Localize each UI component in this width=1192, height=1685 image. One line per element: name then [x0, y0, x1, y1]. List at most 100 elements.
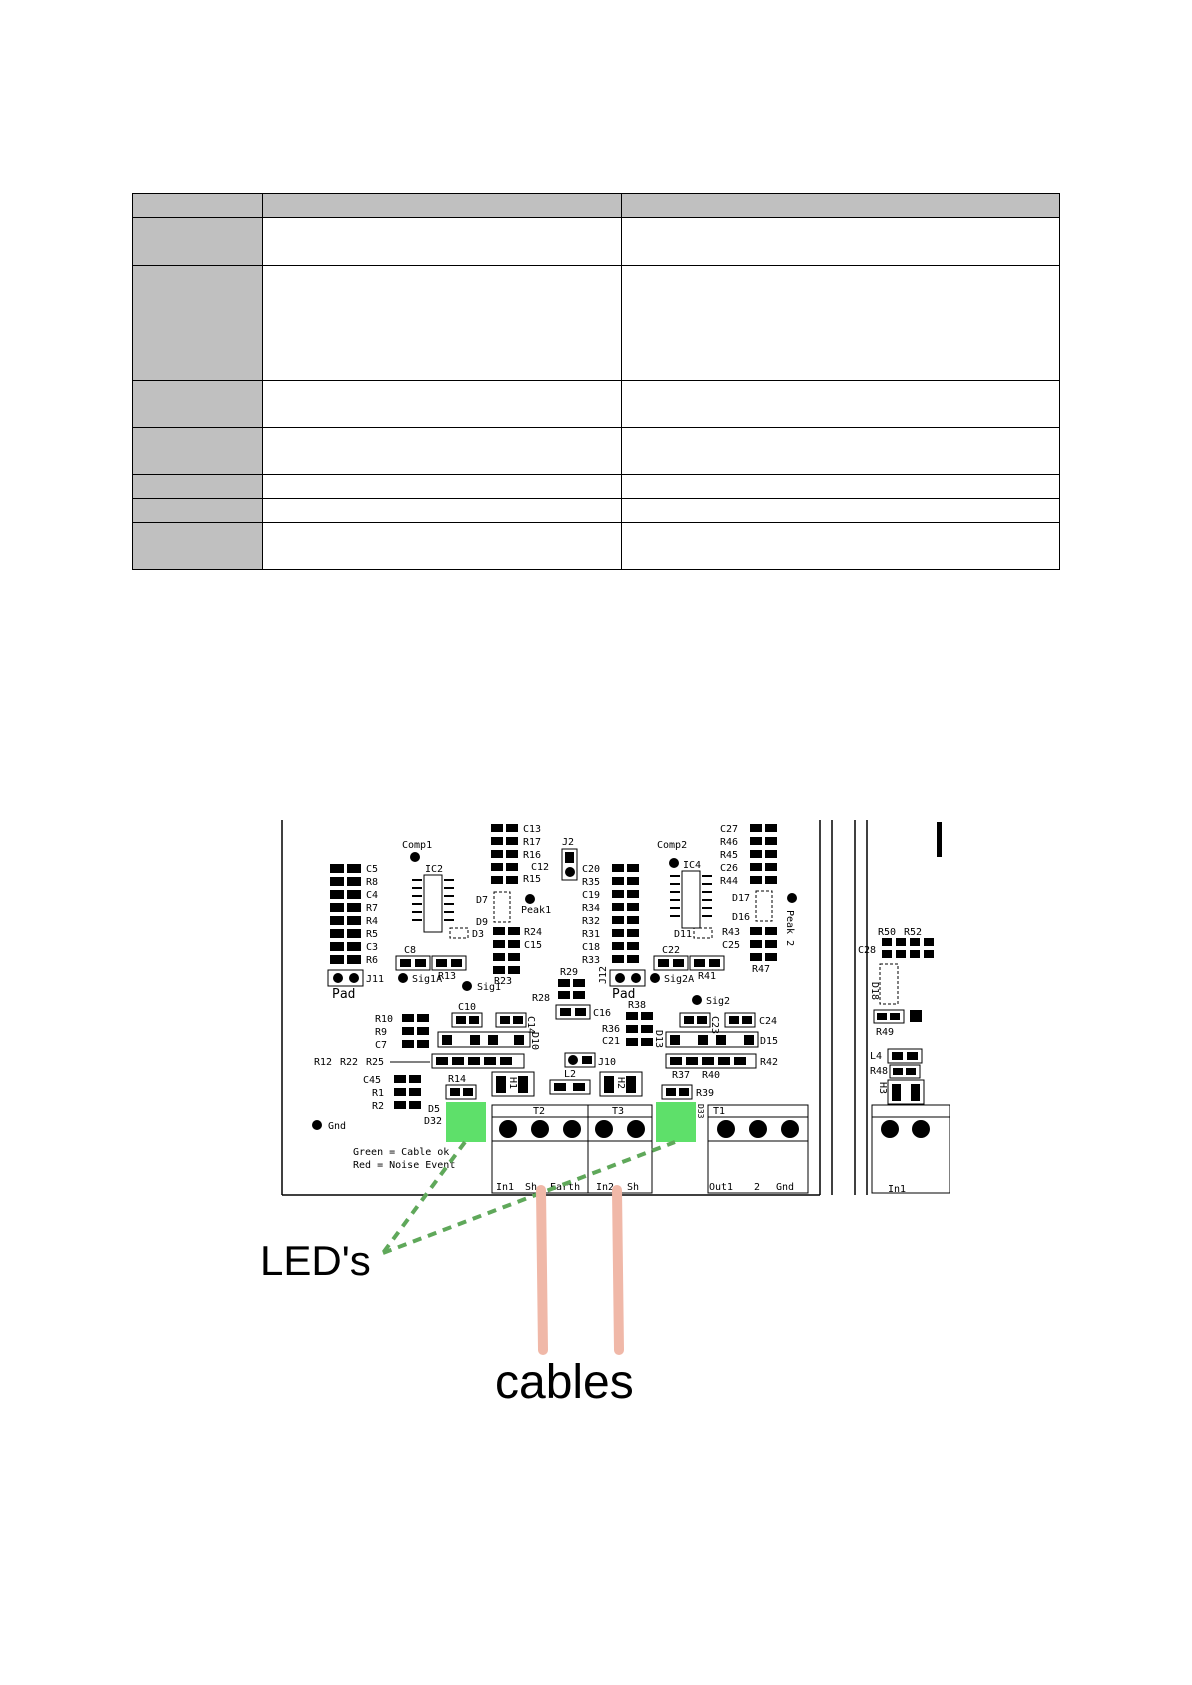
edge-marker — [937, 822, 942, 857]
test-point — [312, 1120, 322, 1130]
table-cell — [621, 265, 1060, 381]
pcb-label: C24 — [759, 1016, 777, 1027]
pcb-label: C23 — [709, 1016, 720, 1034]
legend-red: Red = Noise Event — [353, 1160, 455, 1171]
pcb-label: Peak 2 — [784, 910, 795, 946]
pcb-label: H3 — [877, 1082, 888, 1094]
pcb-label: Comp2 — [657, 840, 687, 851]
pcb-label: C4 — [366, 890, 378, 901]
table-header-row — [132, 193, 1060, 218]
pcb-label: Earth — [550, 1182, 580, 1193]
pcb-label: C16 — [593, 1008, 611, 1019]
pcb-label: L4 — [870, 1051, 882, 1062]
pcb-label: R43 — [722, 927, 740, 938]
pcb-label: R49 — [876, 1027, 894, 1038]
table-cell — [621, 380, 1060, 428]
table-row — [132, 474, 1060, 499]
pcb-label: Sig1 — [477, 982, 501, 993]
pcb-label: D5 — [428, 1104, 440, 1115]
pads-c45 — [394, 1075, 421, 1109]
row-label-cell — [132, 522, 263, 570]
pcb-label: C14 — [525, 1016, 536, 1034]
row-label-cell — [132, 474, 263, 499]
pcb-figure: C5 R8 C4 R7 R4 R5 C3 R6 Pad J11 Sig1A Si… — [260, 820, 950, 1410]
pcb-label: Sh — [525, 1182, 537, 1193]
pcb-label: C10 — [458, 1002, 476, 1013]
pcb-label: T3 — [612, 1106, 624, 1117]
pcb-label: C21 — [602, 1036, 620, 1047]
pcb-label: R15 — [523, 874, 541, 885]
pcb-label: D33 — [696, 1104, 705, 1119]
pcb-label: D13 — [653, 1030, 664, 1048]
cable-lines — [536, 1185, 624, 1355]
h2-footprint — [599, 1071, 643, 1097]
pcb-label: H2 — [615, 1077, 626, 1089]
row-label-cell — [132, 217, 263, 266]
pcb-label: R24 — [524, 927, 542, 938]
pcb-label: C13 — [523, 824, 541, 835]
pcb-label: C22 — [662, 945, 680, 956]
test-point — [525, 894, 535, 904]
pcb-label: R28 — [532, 993, 550, 1004]
pcb-label: R52 — [904, 927, 922, 938]
row-label-cell — [132, 265, 263, 381]
pcb-label: J2 — [562, 837, 574, 848]
pcb-label: R36 — [602, 1024, 620, 1035]
pcb-label: C12 — [531, 862, 549, 873]
pcb-label: R17 — [523, 837, 541, 848]
pcb-label: R50 — [878, 927, 896, 938]
pcb-label: R39 — [696, 1088, 714, 1099]
pcb-label: IC2 — [425, 864, 443, 875]
table-cell — [621, 522, 1060, 570]
pcb-label: R46 — [720, 837, 738, 848]
pcb-label: C20 — [582, 864, 600, 875]
table-cell — [262, 427, 622, 475]
pcb-label: R7 — [366, 903, 378, 914]
pcb-label: R32 — [582, 916, 600, 927]
test-point — [462, 981, 472, 991]
pcb-label: C15 — [524, 940, 542, 951]
pcb-label: R14 — [448, 1074, 466, 1085]
pcb-label: R5 — [366, 929, 378, 940]
table-row — [132, 265, 1060, 381]
pcb-label: J11 — [366, 974, 384, 985]
ic4-chip — [681, 870, 701, 929]
pcb-label: R29 — [560, 967, 578, 978]
pcb-label: R44 — [720, 876, 738, 887]
pcb-label: T2 — [533, 1106, 545, 1117]
led-green-left — [446, 1102, 486, 1142]
table-cell — [621, 498, 1060, 523]
j2-header — [561, 848, 578, 881]
pcb-label: D17 — [732, 893, 750, 904]
led-green-right — [656, 1102, 696, 1142]
pcb-label: H1 — [507, 1077, 518, 1089]
spec-table — [132, 193, 1060, 570]
terminal-t1 — [707, 1104, 809, 1194]
table-cell — [262, 474, 622, 499]
pcb-label: R41 — [698, 971, 716, 982]
pcb-label: In1 — [888, 1184, 906, 1195]
pcb-label: R47 — [752, 964, 770, 975]
cables-annotation: cables — [495, 1356, 634, 1409]
pcb-label: R40 — [702, 1070, 720, 1081]
c22-footprint — [653, 955, 689, 971]
pcb-label: D7 — [476, 895, 488, 906]
pcb-label: R34 — [582, 903, 600, 914]
table-cell — [262, 380, 622, 428]
pcb-label: D9 — [476, 917, 488, 928]
table-header-cell — [132, 193, 263, 218]
pcb-label: R1 — [372, 1088, 384, 1099]
pcb-label: R9 — [375, 1027, 387, 1038]
pcb-label: Comp1 — [402, 840, 432, 851]
pcb-label: R42 — [760, 1057, 778, 1068]
pcb-label: R33 — [582, 955, 600, 966]
r41-footprint — [689, 955, 725, 971]
ic2-chip — [423, 874, 443, 933]
pcb-label: C8 — [404, 945, 416, 956]
pcb-label: R8 — [366, 877, 378, 888]
pcb-label: C45 — [363, 1075, 381, 1086]
pcb-label: R10 — [375, 1014, 393, 1025]
table-header-cell — [621, 193, 1060, 218]
pcb-label: Sig2A — [664, 974, 694, 985]
pcb-label: D15 — [760, 1036, 778, 1047]
